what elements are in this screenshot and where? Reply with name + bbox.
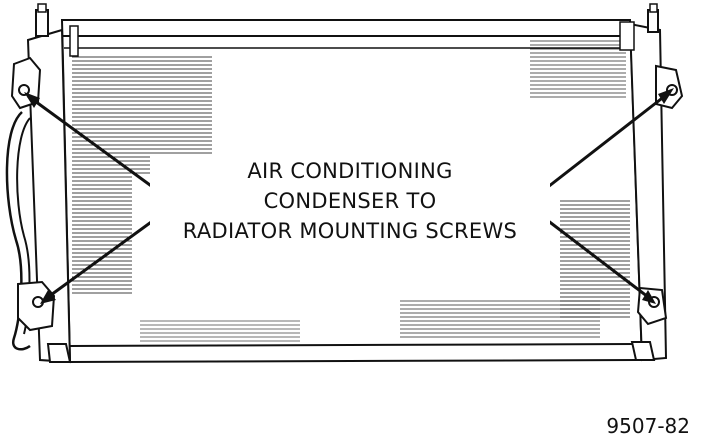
arrowheads: [24, 88, 674, 304]
arrowhead-lower-right: [642, 290, 656, 304]
arrowhead-upper-left: [24, 92, 40, 108]
callout-line-1: AIR CONDITIONING: [247, 159, 453, 183]
leader-line-upper-right: [525, 90, 671, 206]
arrowhead-lower-left: [40, 290, 56, 304]
arrowhead-upper-right: [658, 88, 674, 104]
bottom-mounts: [46, 341, 656, 363]
left-lower-bracket: [17, 280, 56, 332]
right-tank: [619, 3, 668, 362]
callout-line-3: RADIATOR MOUNTING SCREWS: [182, 219, 518, 243]
callout-line-2: CONDENSER TO: [263, 189, 437, 213]
callout-label: AIR CONDITIONING CONDENSER TO RADIATOR M…: [150, 156, 550, 246]
figure-code: 9507-82: [606, 414, 690, 438]
